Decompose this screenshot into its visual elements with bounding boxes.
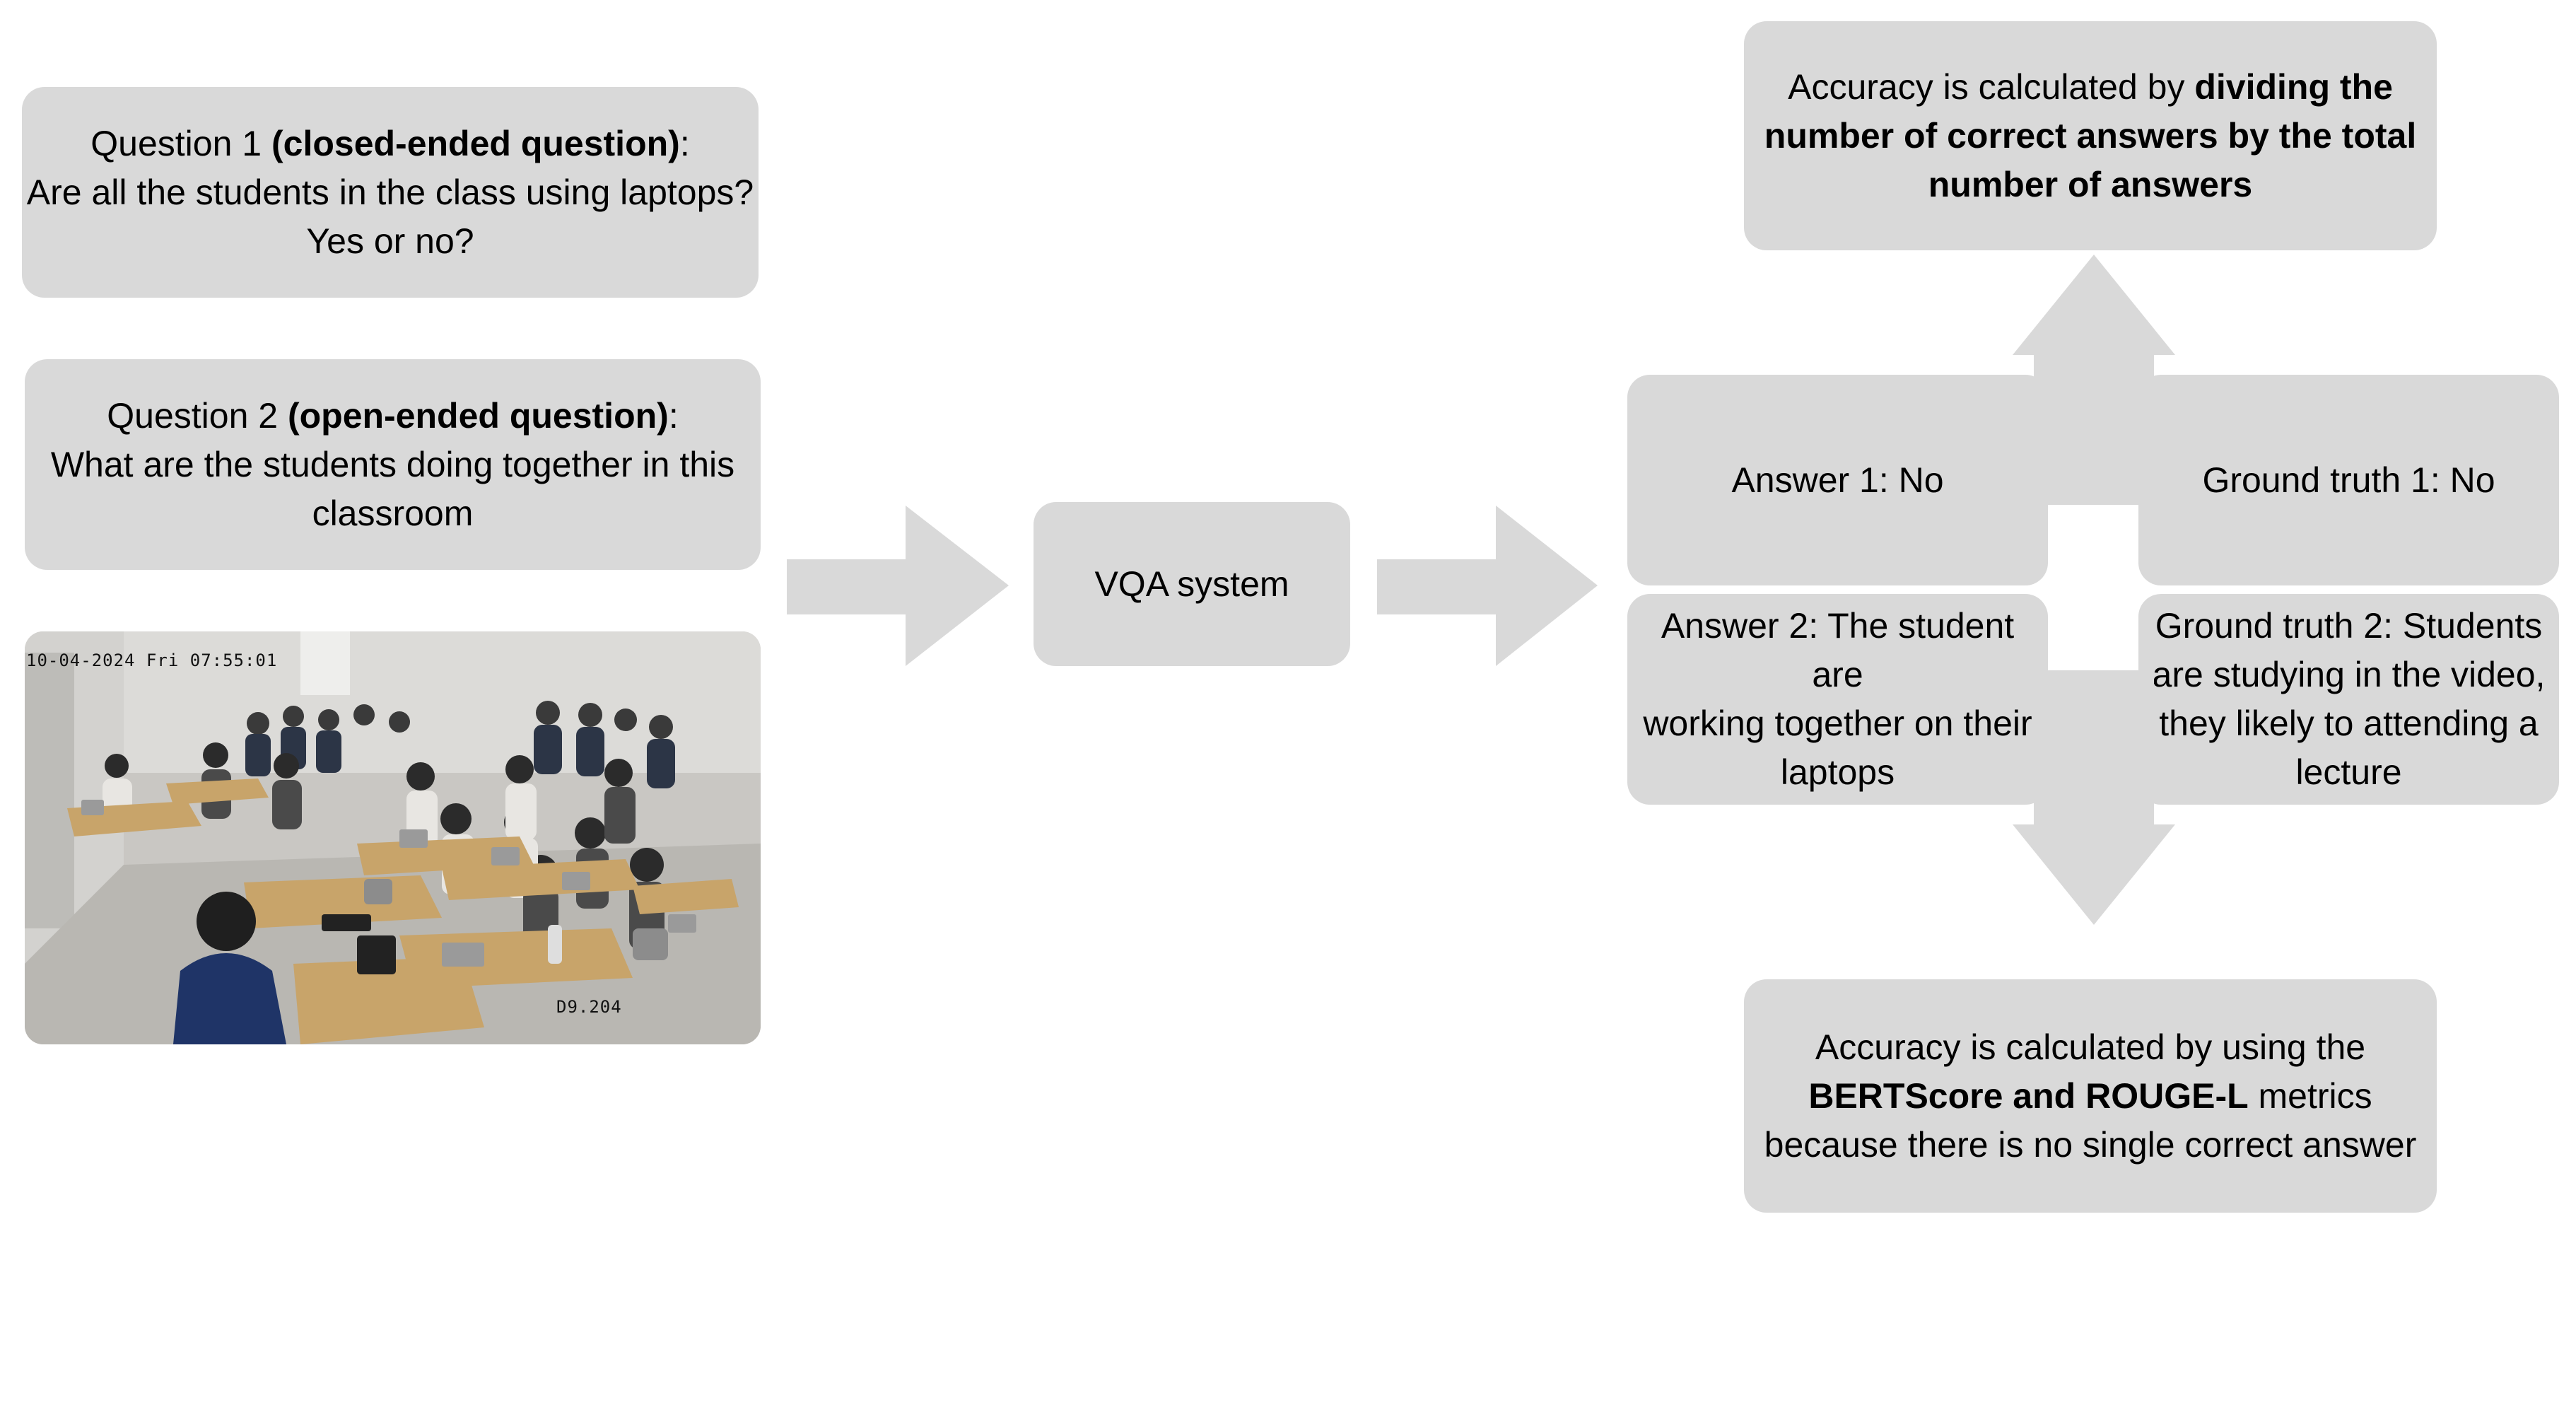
photo-timestamp: 10-04-2024 Fri 07:55:01 [26, 651, 278, 670]
arrow-right-to-vqa [787, 506, 1009, 666]
ground-truth-2-line-2: are studying in the video, [2152, 655, 2546, 694]
answer-2-line-2: working together on their [1643, 704, 2032, 743]
accuracy-open-metrics: BERTScore and ROUGE-L [1808, 1075, 2249, 1116]
question-2-text-line-1: What are the students doing together in … [50, 444, 735, 484]
question-2-prefix: Question 2 [107, 395, 288, 436]
arrow-down-to-metrics [2013, 670, 2175, 925]
ground-truth-2-line-3: they likely to attending a [2159, 704, 2539, 743]
answer-2-line-3: laptops [1780, 752, 1895, 792]
arrow-up-to-accuracy [2013, 255, 2175, 505]
photo-room-label: D9.204 [556, 997, 622, 1017]
question-2-type: (open-ended question) [287, 395, 669, 436]
answer-1-label: Answer 1: No [1731, 460, 1944, 500]
question-2-box: Question 2 (open-ended question): What a… [25, 359, 761, 570]
answer-1-box: Answer 1: No [1627, 375, 2048, 585]
question-1-colon: : [679, 123, 690, 163]
accuracy-closed-bold-3: number of answers [1928, 164, 2253, 204]
classroom-scene-illustration [25, 631, 761, 1044]
ground-truth-2-line-4: lecture [2295, 752, 2402, 792]
accuracy-open-line-3: because there is no single correct answe… [1764, 1124, 2417, 1165]
ground-truth-1-label: Ground truth 1: No [2202, 460, 2495, 500]
answer-2-line-1: Answer 2: The student are [1661, 606, 2015, 694]
question-2-colon: : [668, 395, 679, 436]
question-1-options: Yes or no? [306, 221, 474, 261]
question-1-box: Question 1 (closed-ended question): Are … [22, 87, 759, 298]
vqa-system-box: VQA system [1034, 502, 1350, 666]
ground-truth-2-line-1: Ground truth 2: Students [2155, 606, 2543, 646]
accuracy-closed-box: Accuracy is calculated by dividing the n… [1744, 21, 2437, 250]
question-1-prefix: Question 1 [90, 123, 271, 163]
arrow-right-to-answers [1377, 506, 1598, 666]
accuracy-closed-bold-1: dividing the [2194, 66, 2393, 107]
ground-truth-1-box: Ground truth 1: No [2138, 375, 2559, 585]
accuracy-open-line-1: Accuracy is calculated by using the [1815, 1027, 2366, 1067]
answer-2-box: Answer 2: The student are working togeth… [1627, 594, 2048, 805]
accuracy-open-metrics-suffix: metrics [2248, 1075, 2372, 1116]
question-1-type: (closed-ended question) [271, 123, 680, 163]
accuracy-open-box: Accuracy is calculated by using the BERT… [1744, 979, 2437, 1213]
question-2-text-line-2: classroom [312, 493, 474, 533]
accuracy-closed-prefix: Accuracy is calculated by [1788, 66, 2195, 107]
accuracy-closed-bold-2: number of correct answers by the total [1764, 115, 2417, 156]
classroom-photo: 10-04-2024 Fri 07:55:01 D9.204 [25, 631, 761, 1044]
vqa-system-label: VQA system [1094, 564, 1289, 604]
question-1-text: Are all the students in the class using … [26, 172, 754, 212]
ground-truth-2-box: Ground truth 2: Students are studying in… [2138, 594, 2559, 805]
